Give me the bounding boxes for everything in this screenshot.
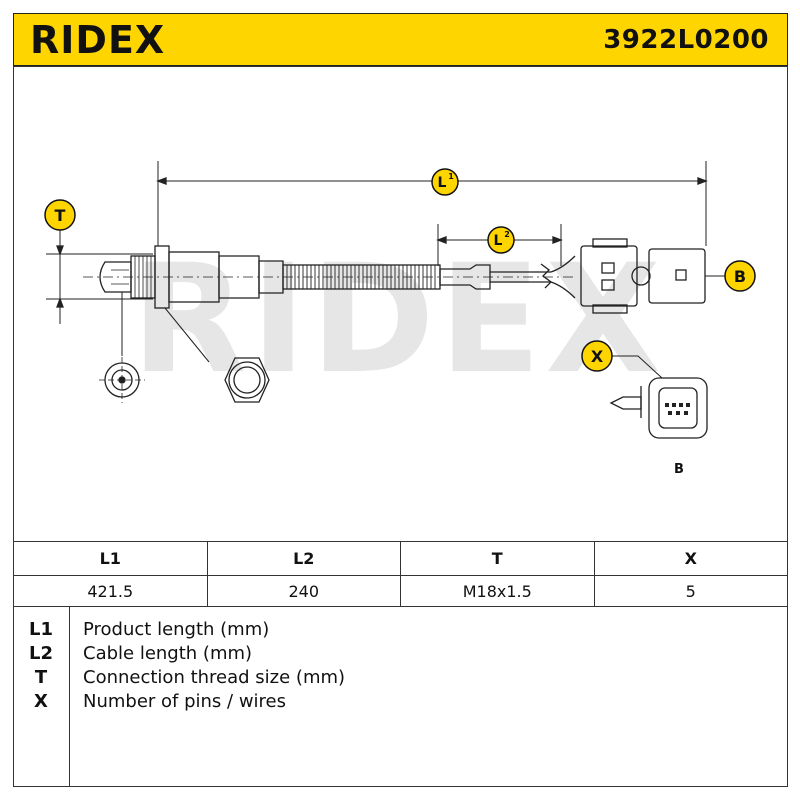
connector-housing xyxy=(580,245,638,307)
sensor-sleeve xyxy=(258,260,284,294)
connector-face xyxy=(648,377,708,439)
spec-value-x: 5 xyxy=(593,575,788,607)
spec-header-l2: L2 xyxy=(206,541,401,576)
hex-view-leader xyxy=(164,307,210,363)
spec-value-l2: 240 xyxy=(206,575,401,607)
cable-fan-out xyxy=(550,255,576,299)
badge-l1-superscript: 1 xyxy=(448,172,454,181)
legend-key: L2 xyxy=(29,643,53,664)
badge-l2: L 2 xyxy=(487,226,515,254)
hex-end-view-bore xyxy=(233,366,261,394)
spec-header-x: X xyxy=(593,541,788,576)
legend-key: X xyxy=(34,691,48,712)
drawing-frame xyxy=(13,66,788,787)
watermark-logo: RIDEX xyxy=(131,233,665,407)
header-bar: RIDEX 3922L0200 xyxy=(13,13,788,66)
connector-caption: B xyxy=(674,462,684,477)
spec-header-l1: L1 xyxy=(13,541,208,576)
sensor-tip xyxy=(99,261,132,293)
legend-text: Number of pins / wires xyxy=(83,691,287,712)
spec-value-t: M18x1.5 xyxy=(400,575,595,607)
badge-x-label: X xyxy=(591,347,604,366)
badge-b: B xyxy=(724,260,756,292)
connector-detail xyxy=(601,262,615,274)
hex-end-view-thread xyxy=(228,361,266,399)
t-arrows xyxy=(56,245,64,308)
spec-header-t: T xyxy=(400,541,595,576)
badge-l1: L 1 xyxy=(431,168,459,196)
spec-table-header-row: L1 L2 T X xyxy=(13,541,788,576)
legend-text: Product length (mm) xyxy=(83,619,270,640)
spec-table: L1 L2 T X 421.5 240 M18x1.5 5 xyxy=(13,541,788,607)
corrugation-ribs xyxy=(286,265,436,289)
cable-break-mark xyxy=(540,263,552,289)
badge-t: T xyxy=(44,199,76,231)
cable-sleeve xyxy=(439,264,491,290)
connector-clip xyxy=(631,266,651,286)
brand-logo-text: RIDEX xyxy=(30,22,165,58)
legend-key: T xyxy=(34,667,48,688)
connector-latch-bottom xyxy=(592,304,628,314)
spec-table-value-row: 421.5 240 M18x1.5 5 xyxy=(13,575,788,607)
connector-latch-top xyxy=(592,238,628,248)
badge-l1-label: L xyxy=(438,175,447,191)
part-number: 3922L0200 xyxy=(603,25,769,55)
connector-face-inner xyxy=(658,387,698,429)
badge-l2-label: L xyxy=(494,233,503,249)
l2-arrows xyxy=(436,236,563,244)
badge-t-label: T xyxy=(55,206,66,225)
sensor-housing xyxy=(218,255,260,299)
legend-text: Connection thread size (mm) xyxy=(83,667,346,688)
hex-end-view xyxy=(224,357,270,403)
connector-detail xyxy=(601,279,615,291)
legend-key: L1 xyxy=(29,619,53,640)
badge-b-label: B xyxy=(734,267,746,286)
badge-l2-superscript: 2 xyxy=(504,230,510,239)
spec-value-l1: 421.5 xyxy=(13,575,208,607)
x-leader-line xyxy=(608,355,663,379)
legend-text: Cable length (mm) xyxy=(83,643,253,664)
sensor-drawing xyxy=(46,161,725,439)
brand-logo: RIDEX xyxy=(30,22,165,58)
l1-arrows xyxy=(156,177,708,185)
technical-drawing: RIDEX xyxy=(44,161,756,477)
badge-x: X xyxy=(581,340,613,372)
connector-key xyxy=(675,269,687,281)
connector-pins xyxy=(665,403,690,415)
legend-divider xyxy=(69,607,70,787)
